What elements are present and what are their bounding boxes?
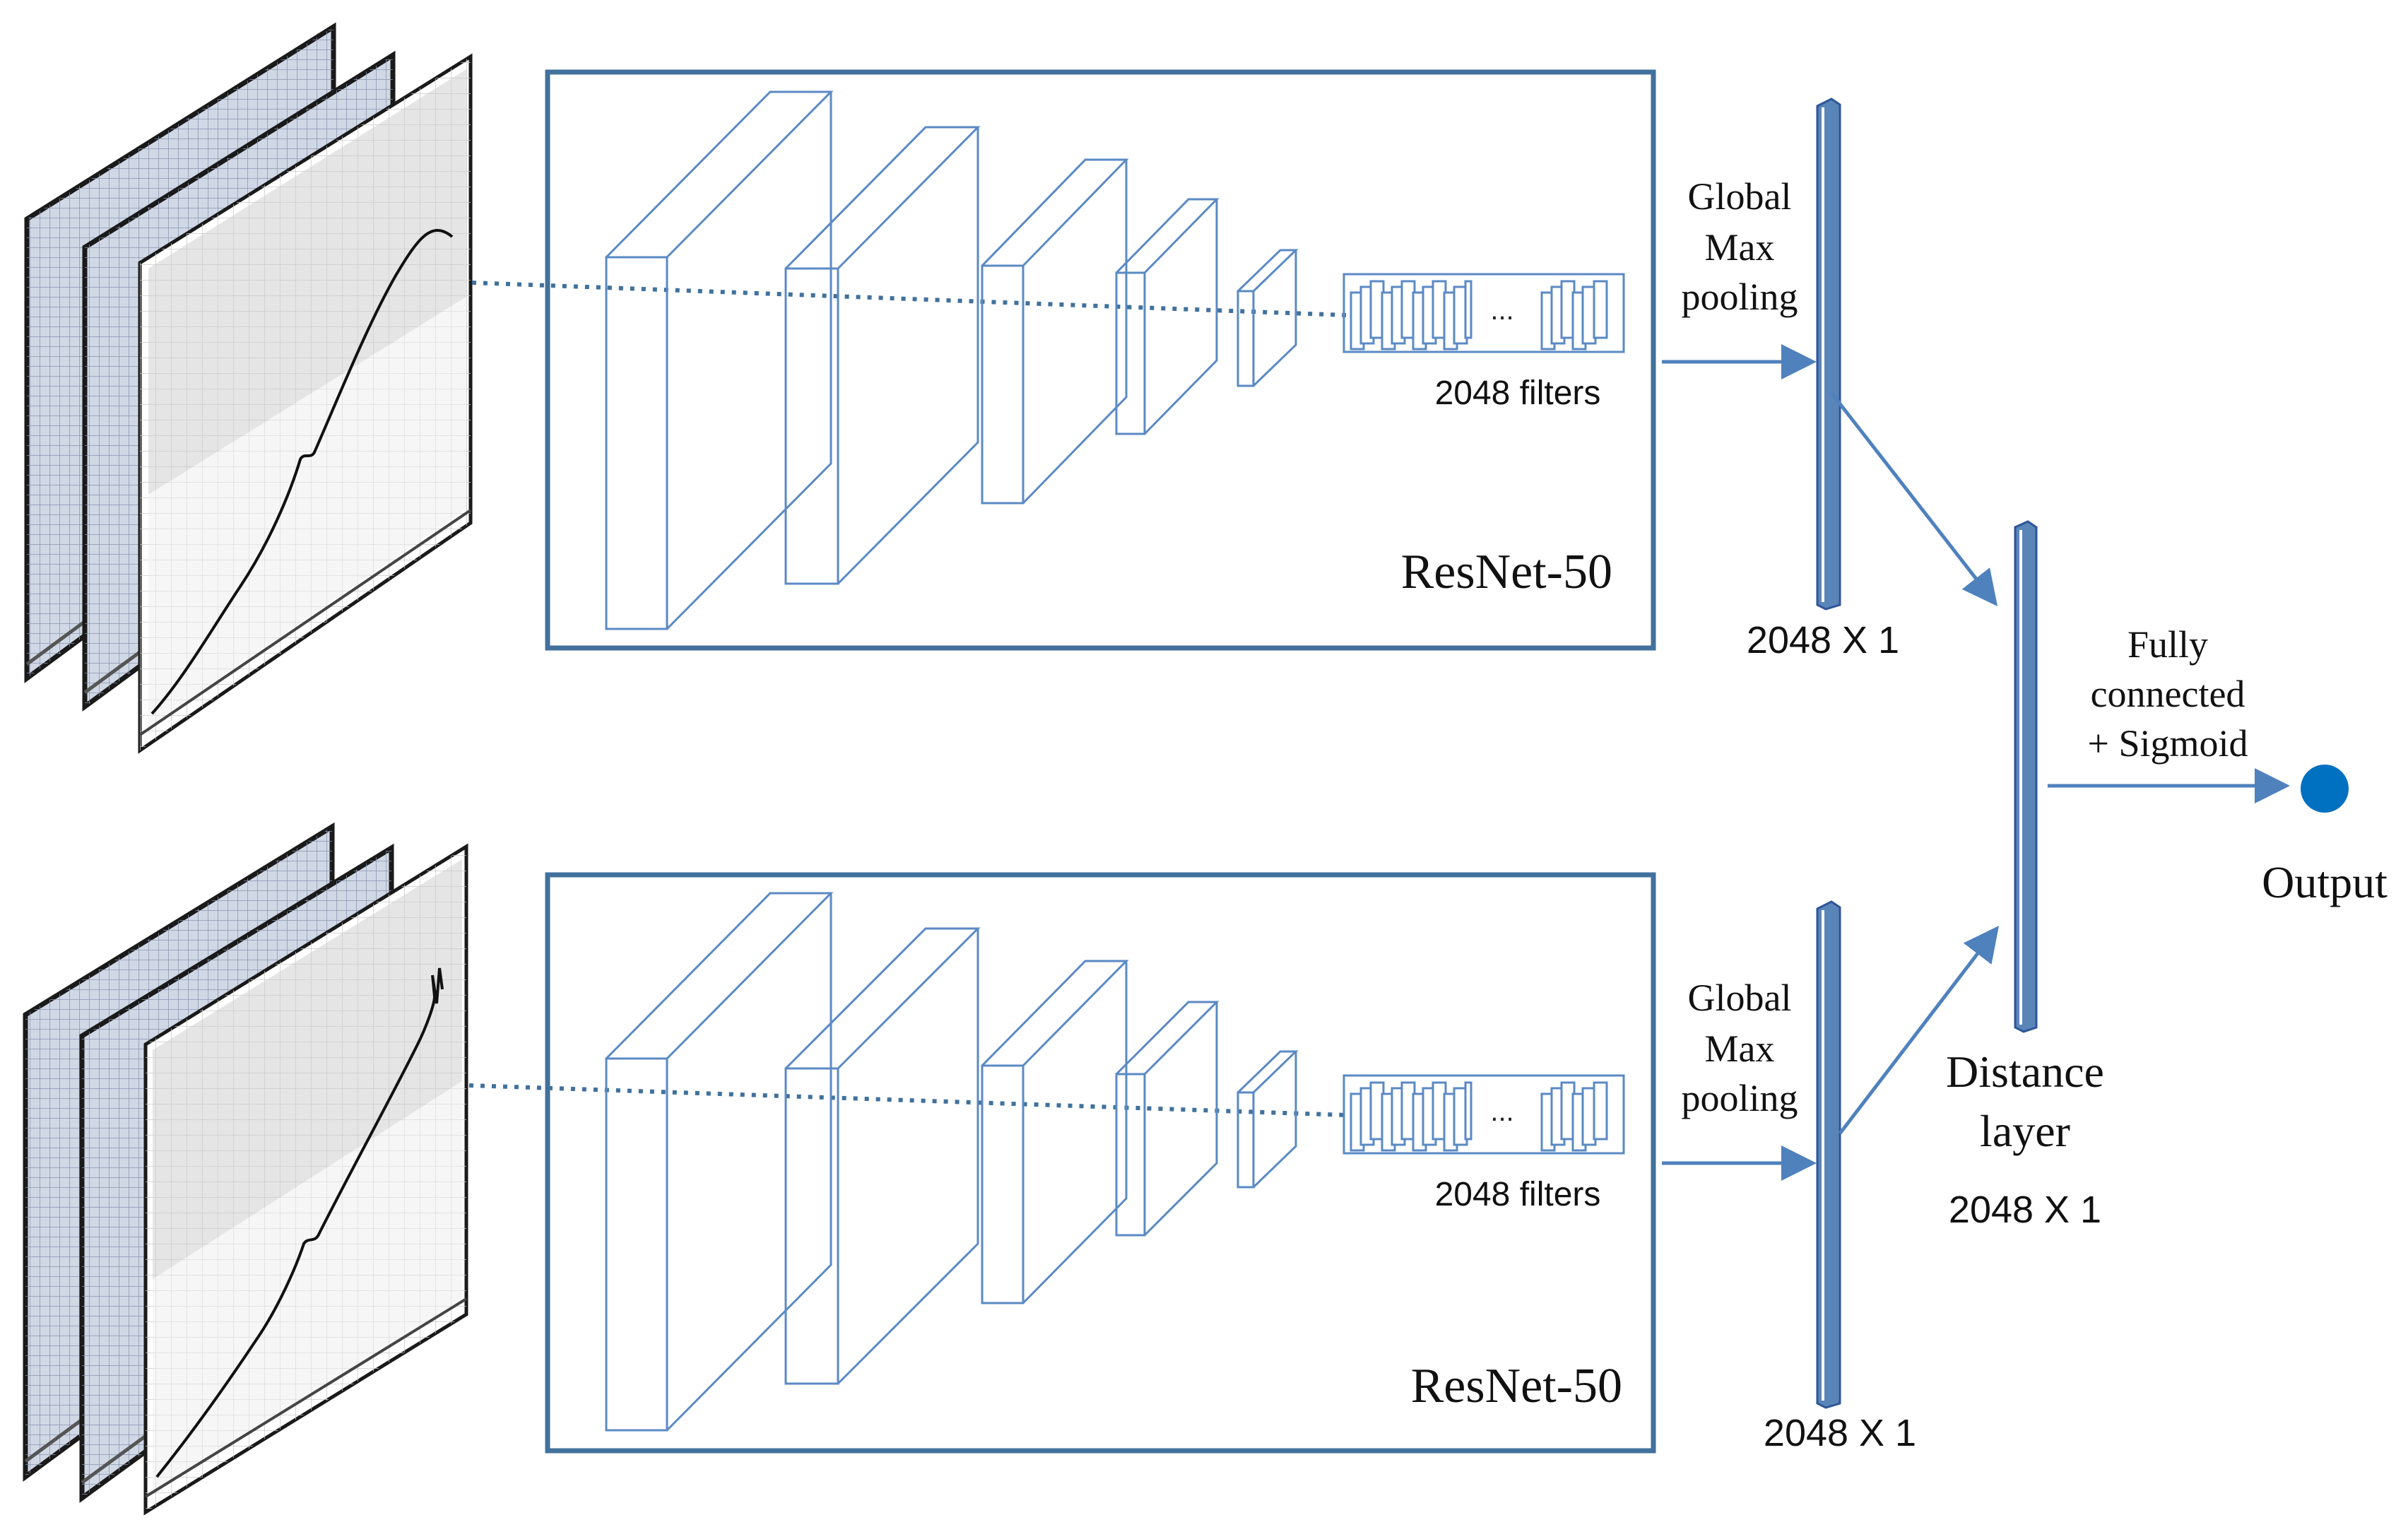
- pooling-label-line-2: Max: [1705, 226, 1775, 269]
- curve-line: [155, 967, 444, 1478]
- conv-block-2: [784, 927, 981, 1385]
- distance-layer: Distance layer 2048 X 1: [1946, 520, 2104, 1231]
- pipeline-top: ... 2048 filters ResNet-50 Global Max po…: [24, 22, 1998, 754]
- conv-block-5: [1237, 1050, 1299, 1189]
- vector-label: 2048 X 1: [1764, 1412, 1916, 1454]
- pooling-label-line-3: pooling: [1681, 1077, 1798, 1119]
- vector-label: 2048 X 1: [1747, 619, 1899, 661]
- filter-ellipsis: ...: [1490, 295, 1513, 326]
- conv-blocks: [605, 892, 1299, 1432]
- fc-label-line-3: + Sigmoid: [2088, 722, 2248, 765]
- fc-label-line-1: Fully: [2127, 623, 2208, 666]
- conv-block-1: [605, 90, 834, 630]
- distance-vector-bar: [2014, 520, 2038, 1033]
- resnet-label: ResNet-50: [1401, 545, 1612, 599]
- output-node: [2301, 765, 2349, 813]
- pooling-label: Global Max pooling: [1681, 977, 1798, 1119]
- input-sheet-front: [143, 843, 468, 1516]
- pooling-label-line-1: Global: [1688, 175, 1792, 218]
- distance-layer-label-line-1: Distance: [1946, 1047, 2104, 1097]
- dotted-connector: [468, 1083, 1347, 1117]
- input-image-stack-bottom: [23, 822, 468, 1516]
- conv-blocks: [605, 90, 1299, 630]
- conv-block-5: [1237, 249, 1299, 387]
- conv-block-1: [605, 892, 834, 1432]
- to-distance-arrow: [1839, 926, 2000, 1135]
- pooling-label-line-1: Global: [1688, 977, 1792, 1019]
- conv-block-3: [981, 960, 1129, 1304]
- dotted-connector: [471, 281, 1347, 317]
- resnet-label: ResNet-50: [1411, 1359, 1622, 1413]
- filters-label: 2048 filters: [1435, 375, 1601, 412]
- pipeline-bottom: ... 2048 filters ResNet-50 Global Max po…: [23, 822, 2000, 1516]
- feature-vector-bar: [1816, 98, 1841, 611]
- conv-block-4: [1115, 1001, 1220, 1237]
- conv-block-3: [981, 158, 1129, 505]
- resnet-frame: [545, 872, 1656, 1454]
- input-sheet-front: [138, 53, 473, 754]
- to-distance-arrow: [1830, 391, 1998, 606]
- curve-line: [150, 229, 454, 715]
- output-label: Output: [2262, 857, 2388, 907]
- filters-label: 2048 filters: [1435, 1176, 1601, 1213]
- pooling-label-line-3: pooling: [1681, 276, 1798, 318]
- fc-sigmoid-label: Fully connected + Sigmoid: [2088, 623, 2248, 765]
- resnet-frame: [545, 69, 1656, 651]
- fc-label-line-2: connected: [2091, 673, 2245, 715]
- feature-vector-bar: [1816, 900, 1841, 1409]
- filter-ellipsis: ...: [1490, 1096, 1513, 1127]
- conv-block-2: [784, 126, 981, 585]
- filter-stack: [1342, 273, 1625, 353]
- distance-layer-label-line-2: layer: [1980, 1106, 2070, 1156]
- pooling-label: Global Max pooling: [1681, 175, 1798, 318]
- input-image-stack-top: [24, 22, 473, 754]
- distance-vector-label: 2048 X 1: [1949, 1189, 2101, 1231]
- filter-stack: [1342, 1074, 1625, 1155]
- pooling-label-line-2: Max: [1705, 1027, 1775, 1070]
- conv-block-4: [1115, 198, 1220, 435]
